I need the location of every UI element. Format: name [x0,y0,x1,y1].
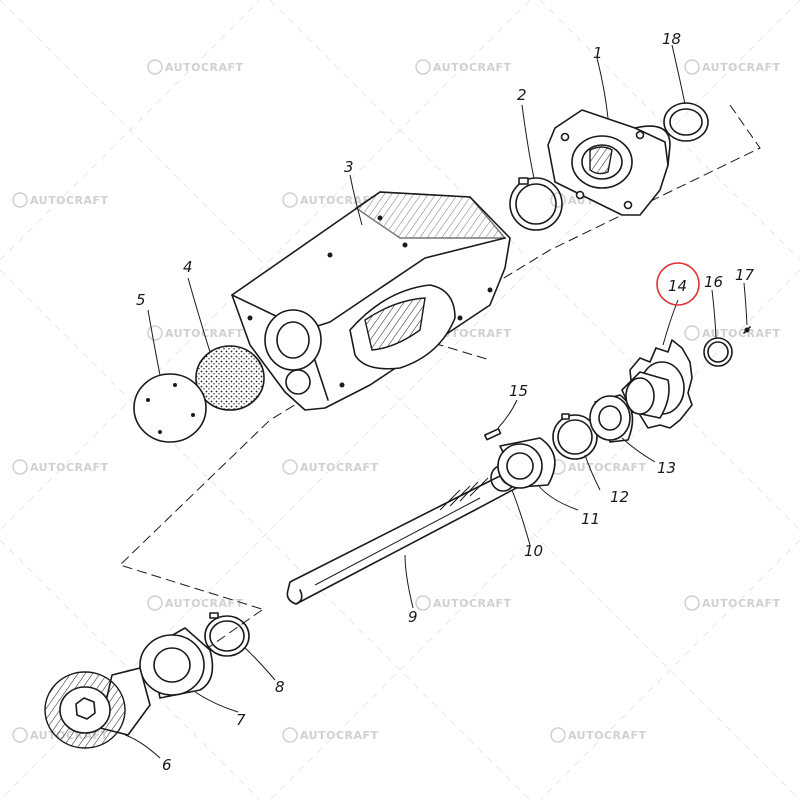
part-4-filter-disc [195,345,265,411]
callout-label: 15 [509,382,528,400]
part-13-bearing-ring [589,394,634,443]
callout-label: 18 [662,30,681,48]
part-3-main-housing [231,191,511,411]
callout-label: 11 [581,510,600,528]
watermark-logo-icon [147,325,163,341]
callout-label: 7 [236,711,246,729]
watermark-text: AUTOCRAFT [30,461,109,474]
part-12-snap-ring [552,413,598,460]
watermark-text: AUTOCRAFT [433,597,512,610]
part-18-ring [663,102,709,142]
watermark-logo-icon [415,595,431,611]
part-7-bearing [139,627,214,699]
part-14-sprocket [621,339,693,429]
watermark-logo-icon [12,459,28,475]
watermark-text: AUTOCRAFT [300,461,379,474]
watermark-logo-icon [415,59,431,75]
watermark-logo: AUTOCRAFT [12,192,109,208]
watermark-logo-icon [684,325,700,341]
part-9-shaft [286,469,521,605]
highlight-circle [656,262,700,306]
callout-label-highlighted: 14 [668,277,687,295]
callout-label: 4 [183,258,193,276]
watermark-logo: AUTOCRAFT [550,727,647,743]
watermark-text: AUTOCRAFT [702,327,781,340]
callout-label: 8 [275,678,285,696]
watermark-logo: AUTOCRAFT [282,727,379,743]
watermark-text: AUTOCRAFT [568,461,647,474]
watermark-text: AUTOCRAFT [165,61,244,74]
watermark-logo: AUTOCRAFT [415,595,512,611]
callout-label: 1 [593,44,603,62]
callout-label: 17 [735,266,755,284]
watermark-logo: AUTOCRAFT [147,59,244,75]
callout-label: 9 [408,608,418,626]
watermark-logo-icon [684,595,700,611]
callout-label: 6 [162,756,172,774]
watermark-logo: AUTOCRAFT [684,325,781,341]
leader-lines [124,44,748,759]
watermark-logo: AUTOCRAFT [282,192,379,208]
callout-label: 10 [524,542,543,560]
part-6-bevel-gear [44,667,151,749]
part-5-cover-plate [133,373,207,443]
watermark-logo-icon [147,595,163,611]
part-1-flange-housing [547,109,671,216]
watermark-text: AUTOCRAFT [300,729,379,742]
watermark-logo-icon [282,459,298,475]
part-15-key [484,428,502,441]
watermark-logo-icon [147,59,163,75]
callout-label: 5 [136,291,146,309]
watermark-logo-icon [282,192,298,208]
watermark-logo: AUTOCRAFT [684,59,781,75]
callout-label: 16 [704,273,723,291]
callout-labels: 1 2 3 4 5 6 7 8 9 10 11 12 13 14 15 16 1… [136,30,755,774]
callout-label: 2 [517,86,527,104]
watermark-text: AUTOCRAFT [433,61,512,74]
watermark-logo-icon [550,727,566,743]
watermark-logo-icon [684,59,700,75]
callout-label: 3 [344,158,354,176]
watermark-logo: AUTOCRAFT [147,595,244,611]
part-16-circlip [703,337,733,367]
watermark-text: AUTOCRAFT [30,194,109,207]
part-8-snap-ring [204,612,250,657]
watermark-text: AUTOCRAFT [165,597,244,610]
watermark-logo: AUTOCRAFT [147,325,243,341]
watermark-text: AUTOCRAFT [702,597,781,610]
watermark-text: AUTOCRAFT [568,729,647,742]
watermark-logo-icon [12,727,28,743]
callout-label: 13 [657,459,676,477]
watermark-text: AUTOCRAFT [300,194,379,207]
watermark-logo: AUTOCRAFT [12,459,109,475]
part-17-screw [743,326,751,334]
watermark-text: AUTOCRAFT [702,61,781,74]
part-2-snap-ring [509,177,563,231]
watermark-logo: AUTOCRAFT [282,459,379,475]
watermark-logo-icon [282,727,298,743]
callout-label: 12 [610,488,629,506]
part-11-bearing [497,437,556,489]
watermark-logo-icon [12,192,28,208]
watermark-logo: AUTOCRAFT [684,595,781,611]
watermark-logo: AUTOCRAFT [550,459,647,475]
watermark-logo: AUTOCRAFT [415,59,512,75]
watermark-logo-icon [550,192,566,208]
